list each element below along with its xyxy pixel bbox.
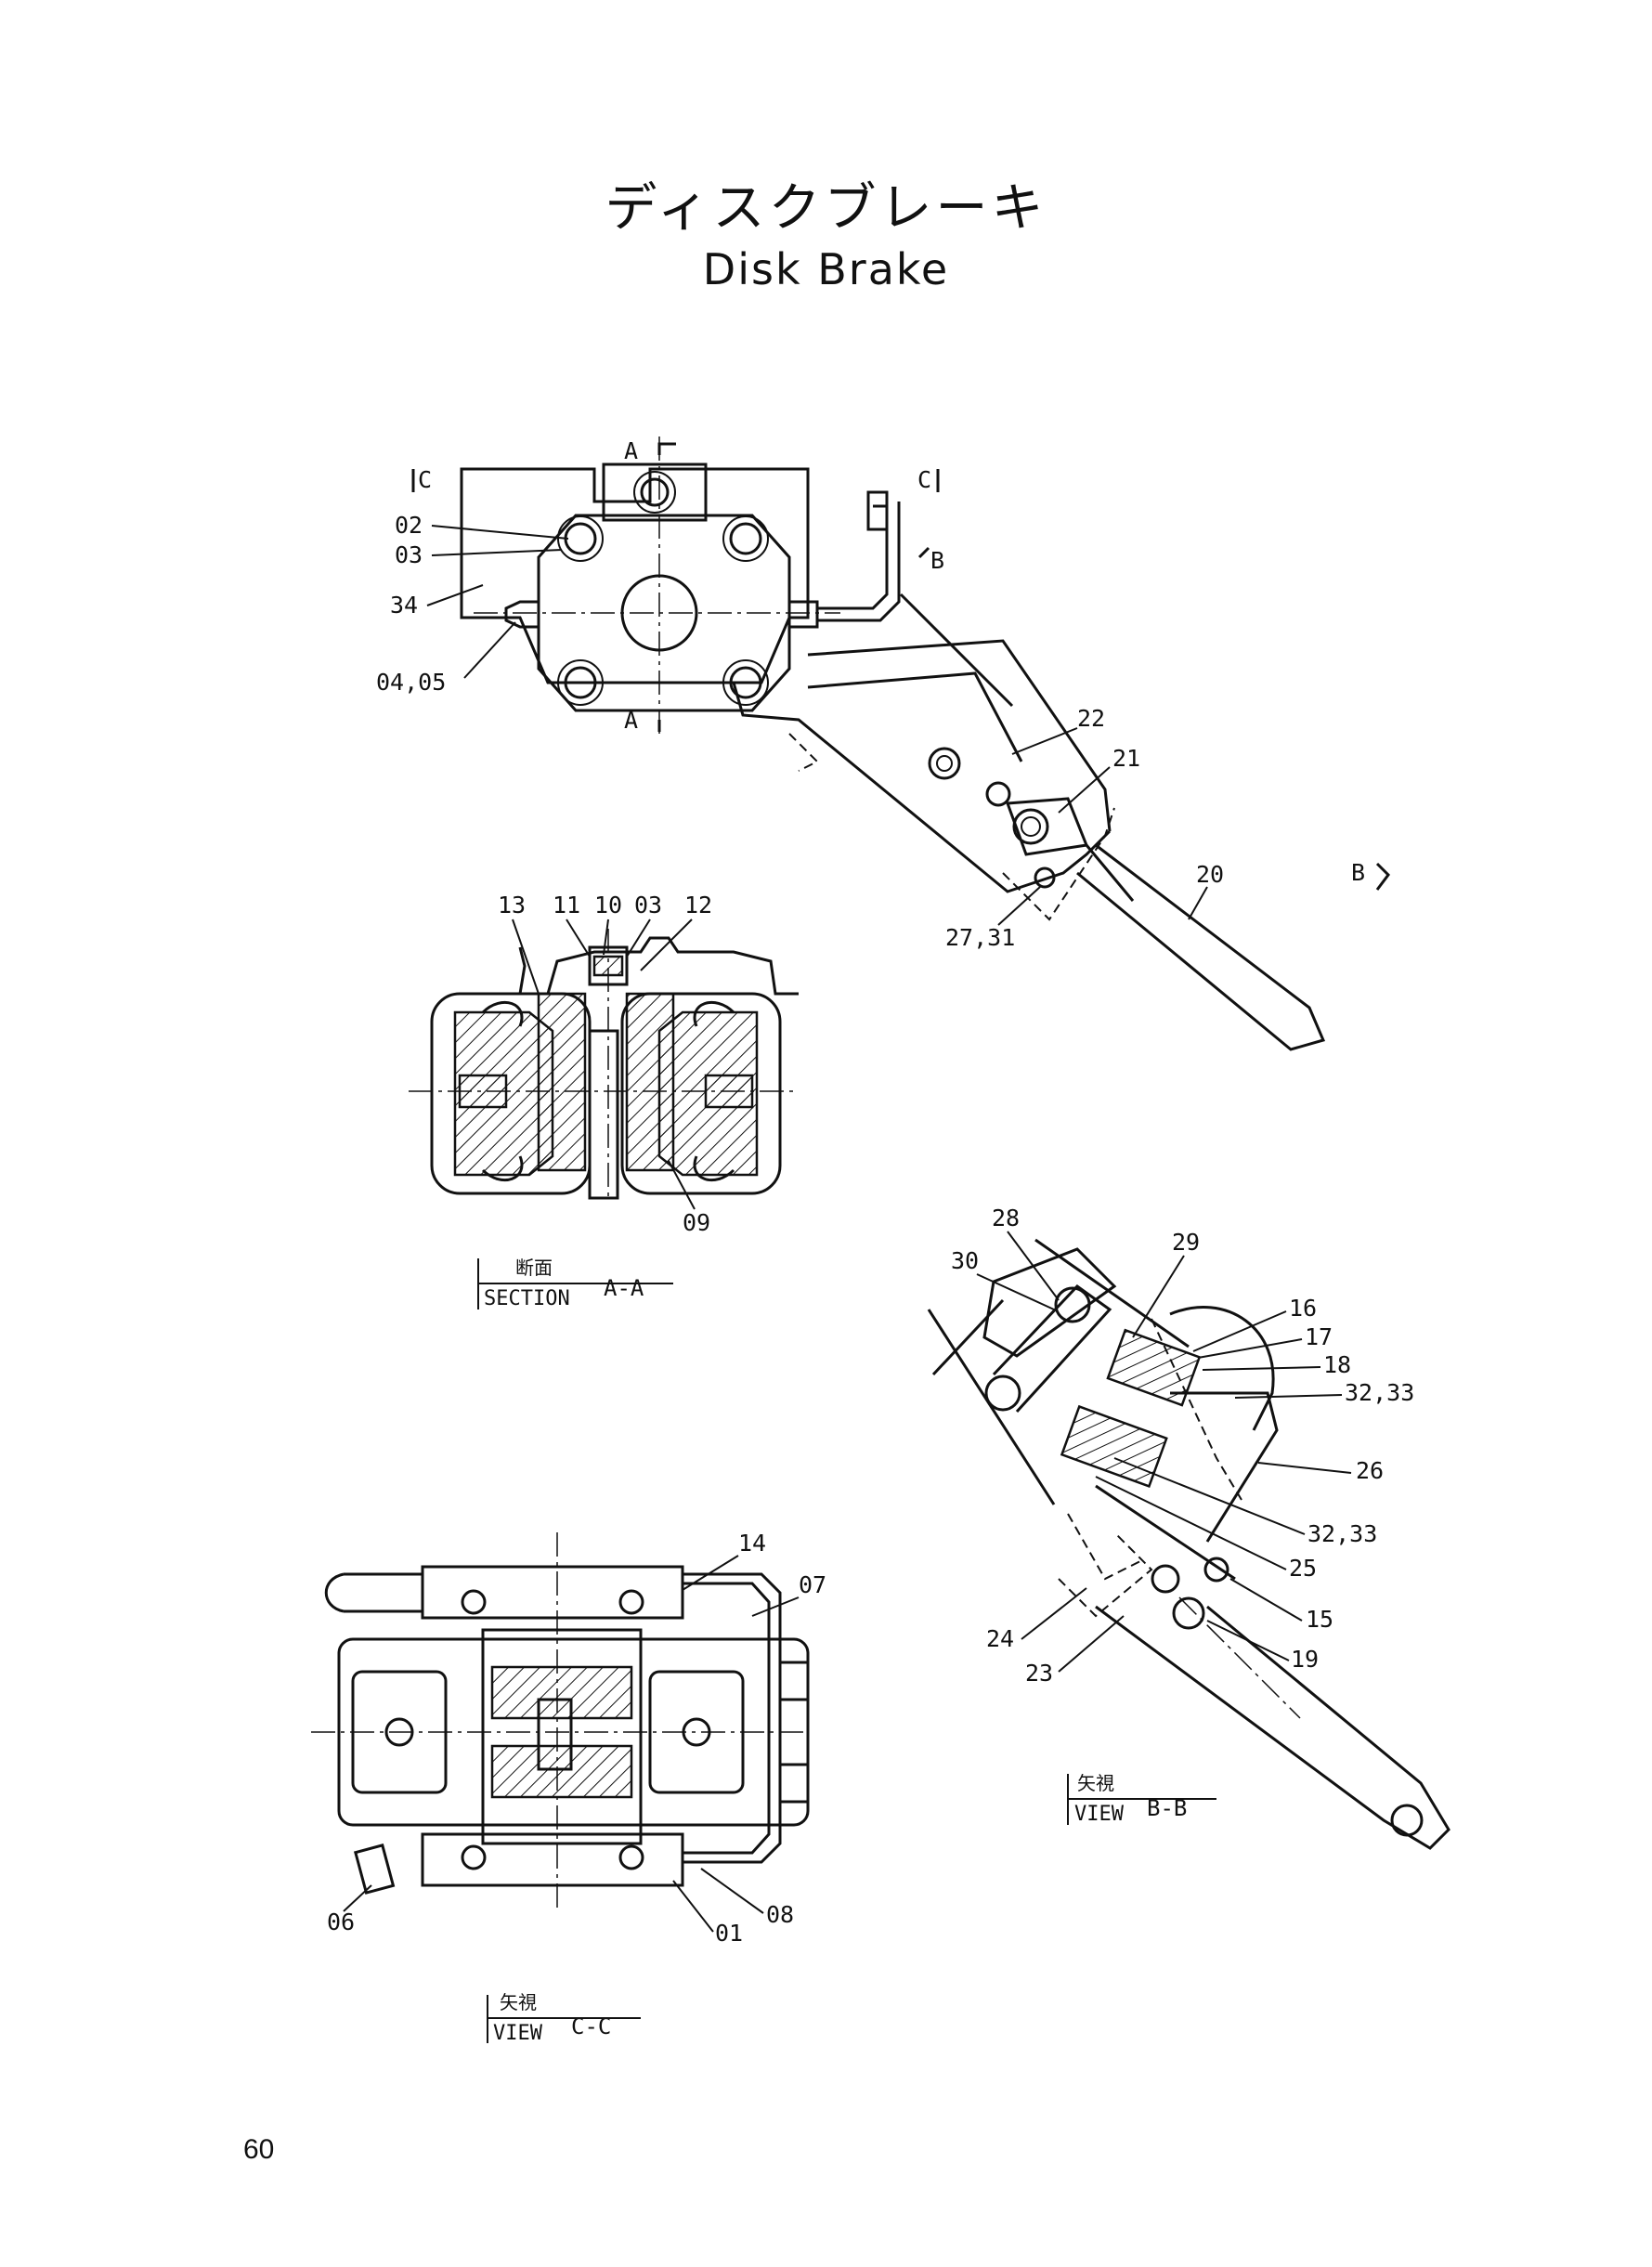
view-c: 14 07 06 08 01 矢視 VIEW C-C (311, 1530, 826, 2045)
callout-34: 34 (390, 592, 418, 619)
callout-21: 21 (1112, 745, 1140, 772)
callout-11: 11 (553, 892, 580, 919)
callout-10: 10 (594, 892, 622, 919)
view-b-caption: 矢視 VIEW B-B (1067, 1772, 1216, 1826)
callout-15: 15 (1306, 1606, 1333, 1633)
caption-a-jp: 断面 (515, 1257, 553, 1279)
title-english: Disk Brake (702, 244, 950, 294)
callout-03: 03 (395, 541, 423, 568)
callout-09: 09 (683, 1209, 710, 1236)
callout-23: 23 (1025, 1660, 1053, 1687)
top-view: A A C C B B 02 03 34 04,05 22 (376, 436, 1390, 1051)
callout-01: 01 (715, 1920, 743, 1947)
section-mark-a-bottom: A (624, 707, 638, 734)
callout-02: 02 (395, 512, 423, 539)
title-japanese: ディスクブレーキ (605, 178, 1047, 239)
callout-28: 28 (992, 1205, 1020, 1231)
callout-27-31: 27,31 (945, 924, 1015, 951)
caption-c-jp: 矢視 (500, 1991, 537, 2013)
page-number: 60 (243, 2134, 275, 2165)
callout-06: 06 (327, 1909, 355, 1935)
callout-24: 24 (986, 1625, 1014, 1652)
caption-b-id: B-B (1147, 1795, 1187, 1821)
caption-a-en: SECTION (484, 1287, 570, 1310)
view-b: 28 29 30 16 17 18 32,33 26 32,33 25 15 1… (927, 1205, 1450, 1850)
caption-c-en: VIEW (493, 2022, 543, 2045)
callout-08: 08 (766, 1901, 794, 1928)
callout-19: 19 (1291, 1646, 1319, 1673)
caption-c-id: C-C (571, 2013, 611, 2039)
section-mark-c-right: C (917, 466, 931, 493)
callout-13: 13 (498, 892, 526, 919)
callout-30: 30 (951, 1247, 979, 1274)
section-a-caption: 断面 SECTION A-A (477, 1257, 673, 1310)
callout-26: 26 (1356, 1457, 1384, 1484)
section-mark-a-top: A (624, 437, 638, 464)
callout-32-33-lower: 32,33 (1307, 1520, 1377, 1547)
callout-20: 20 (1196, 861, 1224, 888)
callout-07: 07 (799, 1571, 826, 1598)
section-mark-b-right: B (1351, 859, 1365, 886)
callout-18: 18 (1323, 1351, 1351, 1378)
callout-16: 16 (1289, 1295, 1317, 1322)
section-mark-c-left: C (418, 466, 432, 493)
caption-b-jp: 矢視 (1077, 1772, 1114, 1794)
section-a-view: 13 11 10 03 12 09 断面 SECTION A-A (409, 892, 799, 1310)
caption-a-id: A-A (604, 1275, 644, 1301)
callout-22: 22 (1077, 705, 1105, 732)
callout-03-a: 03 (634, 892, 662, 919)
callout-32-33-upper: 32,33 (1345, 1379, 1414, 1406)
callout-04-05: 04,05 (376, 669, 446, 696)
callout-17: 17 (1305, 1323, 1333, 1350)
callout-25: 25 (1289, 1555, 1317, 1582)
callout-14: 14 (738, 1530, 766, 1557)
view-c-caption: 矢視 VIEW C-C (487, 1991, 641, 2045)
caption-b-en: VIEW (1074, 1803, 1125, 1826)
section-mark-b-upper: B (930, 547, 944, 574)
callout-29: 29 (1172, 1229, 1200, 1256)
title-block: ディスクブレーキ Disk Brake (0, 176, 1652, 297)
callout-12: 12 (684, 892, 712, 919)
